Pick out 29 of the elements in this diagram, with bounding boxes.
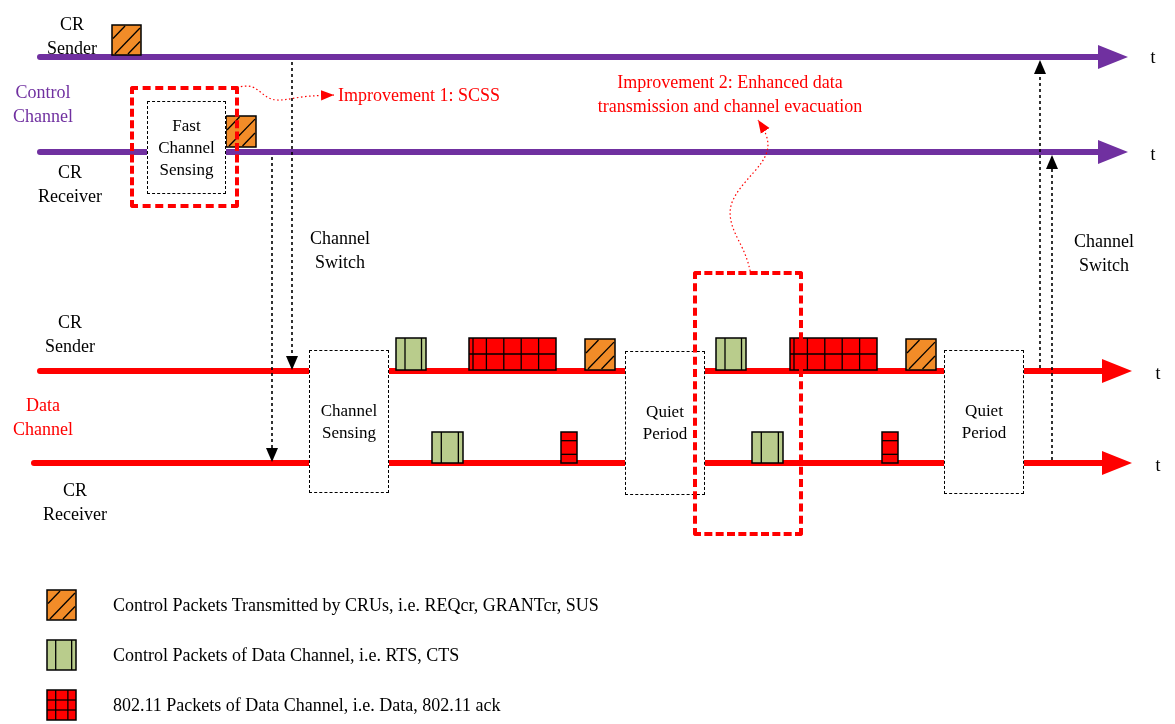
time-label: t xyxy=(1154,454,1162,477)
leader-arrow xyxy=(729,119,770,272)
legend-text: Control Packets Transmitted by CRUs, i.e. REQcr, GRANTcr, SUS xyxy=(113,594,599,617)
legend-text: 802.11 Packets of Data Channel, i.e. Data, 802.11 ack xyxy=(113,694,501,717)
legend-text: Control Packets of Data Channel, i.e. RTS, CTS xyxy=(113,644,460,667)
caption-text: CR Receiver xyxy=(37,161,103,208)
switch-label: Channel Switch xyxy=(309,227,371,274)
process-box xyxy=(309,350,389,493)
box-label: Channel Sensing xyxy=(319,399,379,444)
process-box xyxy=(147,101,226,194)
switch-label: Channel Switch xyxy=(1073,230,1135,277)
highlight-box xyxy=(130,86,239,208)
box-label: Quiet Period xyxy=(960,400,1008,444)
time-label: t xyxy=(1154,362,1162,385)
highlight-box xyxy=(693,271,803,536)
caption-text: CR Receiver xyxy=(42,479,108,526)
channel-label: Control Channel xyxy=(12,81,74,128)
channel-label: Data Channel xyxy=(12,394,74,441)
caption-text: CR Sender xyxy=(44,311,96,358)
improvement-label: Improvement 2: Enhanced data transmission and channel evacuation xyxy=(572,70,888,118)
box-label: Fast Channel Sensing xyxy=(157,114,216,181)
caption-text: CR Sender xyxy=(46,13,98,60)
leader-arrow xyxy=(236,85,335,101)
process-box xyxy=(944,350,1024,494)
time-label: t xyxy=(1149,46,1157,69)
time-label: t xyxy=(1149,143,1157,166)
box-label: Quiet Period xyxy=(641,401,689,445)
process-box xyxy=(625,351,705,495)
improvement-label: Improvement 1: SCSS xyxy=(338,83,538,107)
